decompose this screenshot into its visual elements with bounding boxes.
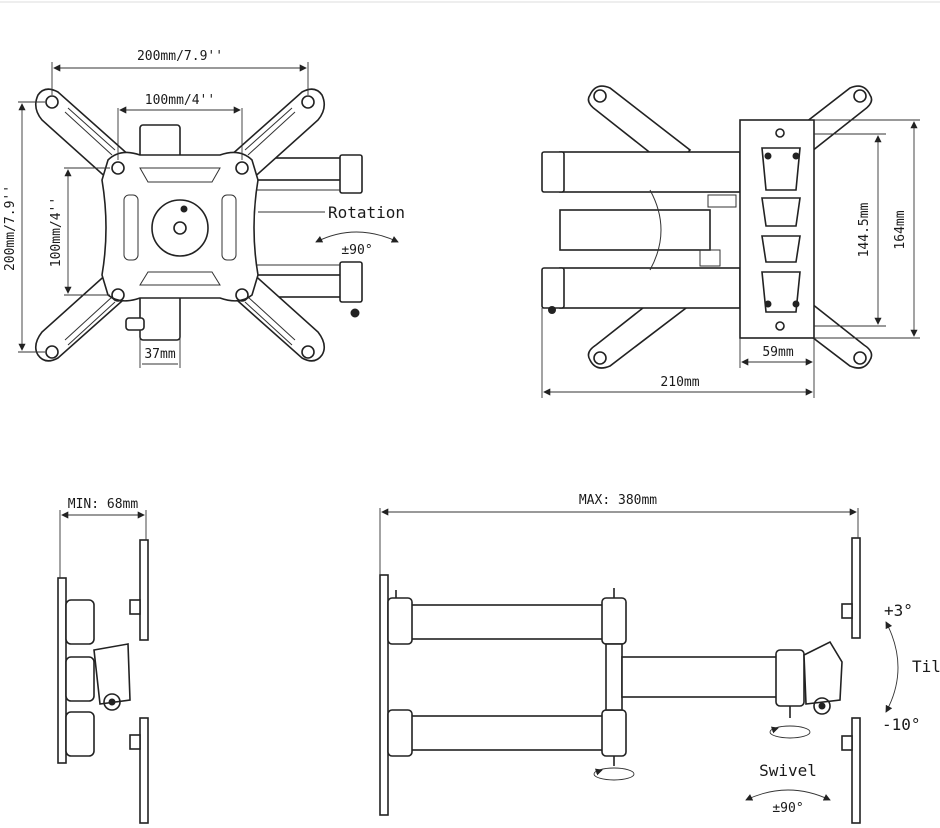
front-width-label: 200mm/7.9'' [137, 49, 223, 64]
side-view: 144.5mm 164mm 59mm 210mm [541, 85, 920, 398]
front-inner-width-label: 100mm/4'' [145, 93, 215, 108]
tilt-title: Tilt [912, 657, 940, 676]
front-bottom-label: 37mm [144, 347, 175, 362]
side-plate-width-label: 59mm [762, 345, 793, 360]
extended-view: MAX: 380mm +3° Tilt -10° Swivel ±90° [379, 493, 940, 824]
front-center-plate [101, 151, 259, 302]
swivel-ellipse-head [769, 725, 811, 739]
rotation-value: ±90° [341, 243, 372, 258]
folded-view: MIN: 68mm [57, 497, 149, 824]
side-total-width-label: 210mm [660, 375, 699, 390]
front-inner-height-label: 100mm/4'' [49, 197, 64, 267]
rotation-annotation: Rotation ±90° [258, 203, 405, 258]
side-height-inner-label: 144.5mm [857, 202, 872, 257]
front-dimensions: 200mm/7.9'' 100mm/4'' 200mm/7.9'' 100mm/… [3, 49, 309, 368]
tilt-annotation: +3° Tilt -10° [882, 601, 940, 734]
front-height-label: 200mm/7.9'' [3, 185, 18, 271]
swivel-ellipse-arm [593, 767, 635, 781]
tilt-up-label: +3° [884, 601, 913, 620]
side-dimensions: 144.5mm 164mm 59mm 210mm [541, 119, 920, 398]
folded-min-label: MIN: 68mm [68, 497, 139, 512]
side-height-outer-label: 164mm [893, 210, 908, 249]
extended-max-label: MAX: 380mm [579, 493, 657, 508]
side-plate-slots [761, 147, 801, 313]
rotation-title: Rotation [328, 203, 405, 222]
swivel-value: ±90° [772, 801, 803, 816]
tilt-down-label: -10° [882, 715, 921, 734]
swivel-title: Swivel [759, 761, 817, 780]
front-view: 200mm/7.9'' 100mm/4'' 200mm/7.9'' 100mm/… [3, 49, 405, 368]
swivel-annotation: Swivel ±90° [745, 761, 831, 816]
